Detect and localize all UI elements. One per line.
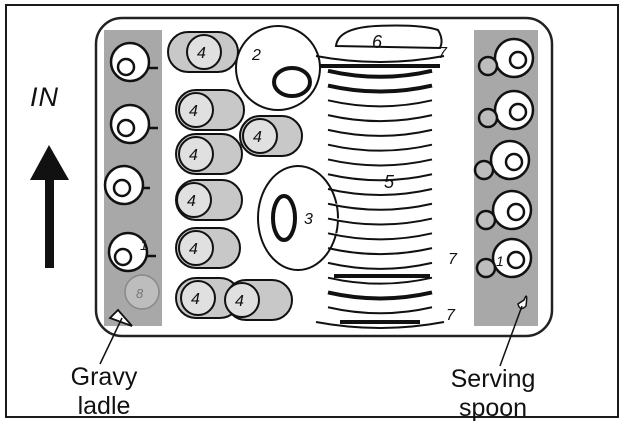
gravy-ladle-pointer [99, 317, 123, 365]
plate-number: 5 [384, 172, 395, 192]
cup-number-right: 1 [496, 253, 504, 269]
direction-label: IN [30, 82, 59, 112]
small-plate-number-top: 7 [438, 45, 448, 62]
bowl-number: 4 [189, 241, 198, 258]
plate-rim [334, 274, 430, 278]
plate [327, 261, 433, 270]
small-plate-number-bottom: 7 [446, 307, 456, 324]
plate [327, 217, 433, 226]
bowl-8: 4 [224, 279, 293, 321]
bowl-1: 4 [167, 31, 239, 73]
bowl-5: 4 [175, 179, 243, 221]
bowl-number: 4 [189, 147, 198, 164]
plate-rim [320, 64, 440, 68]
jug-number: 8 [136, 286, 144, 301]
cup-right-1 [477, 37, 535, 79]
gravy-ladle-label-line1: Gravy [70, 363, 138, 391]
cup-right-5 [475, 237, 533, 279]
bowl-number: 4 [187, 193, 196, 210]
plate [327, 68, 433, 79]
serving-spoon-label-line1: Serving [450, 365, 536, 393]
right-cups [473, 37, 535, 279]
plate-stack [315, 55, 445, 329]
plate [327, 158, 433, 167]
cup-left-1 [109, 41, 158, 83]
serving-spoon-shape [517, 295, 528, 310]
serving-spoon-label-line2: spoon [458, 394, 528, 422]
plate-rim [340, 320, 420, 324]
plate [327, 128, 433, 137]
left-cups [103, 41, 158, 273]
oval-dish-number: 3 [304, 211, 313, 228]
gravy-ladle-shape [108, 308, 133, 327]
bowl-number: 4 [191, 291, 200, 308]
bowl-number: 4 [189, 103, 198, 120]
bowl-number: 4 [197, 45, 206, 62]
plate [327, 247, 433, 256]
plate [327, 99, 433, 108]
cup-right-4 [475, 189, 533, 231]
figure-frame [5, 4, 619, 418]
bowl-6: 4 [175, 227, 241, 269]
cup-left-3 [103, 164, 150, 206]
bowl-3: 4 [239, 115, 303, 157]
plate [327, 232, 433, 241]
serving-spoon-pointer [499, 305, 523, 367]
plate [327, 143, 433, 152]
cup-left-2 [109, 103, 158, 145]
plate [327, 202, 433, 211]
plate [315, 55, 445, 63]
cup-right-3 [473, 139, 531, 181]
oval-dish: 3 [257, 165, 339, 271]
tray: 6 [334, 24, 443, 52]
large-plate-number: 2 [251, 47, 261, 64]
bowl-7: 4 [175, 277, 241, 319]
gravy-ladle-label-line2: ladle [77, 392, 131, 420]
jug [124, 274, 160, 310]
bowl-2: 4 [175, 89, 245, 131]
plate [327, 290, 433, 301]
in-arrow [30, 145, 69, 268]
cup-right-2 [477, 89, 535, 131]
bowl-4: 4 [175, 133, 243, 175]
cup-left-4 [107, 231, 156, 273]
cup-number-left: 1 [140, 237, 148, 253]
plate [327, 114, 433, 123]
plate [327, 276, 433, 285]
large-plate: 2 [235, 25, 321, 111]
bowl-number: 4 [253, 129, 262, 146]
small-plate-number-mid: 7 [448, 251, 458, 268]
plate [327, 306, 433, 315]
tray-number: 6 [372, 32, 383, 52]
bowl-number: 4 [235, 293, 244, 310]
bowls: 4 4 4 4 4 4 4 [167, 31, 303, 321]
plate [327, 188, 433, 196]
plate [327, 173, 433, 182]
plate [327, 83, 433, 94]
